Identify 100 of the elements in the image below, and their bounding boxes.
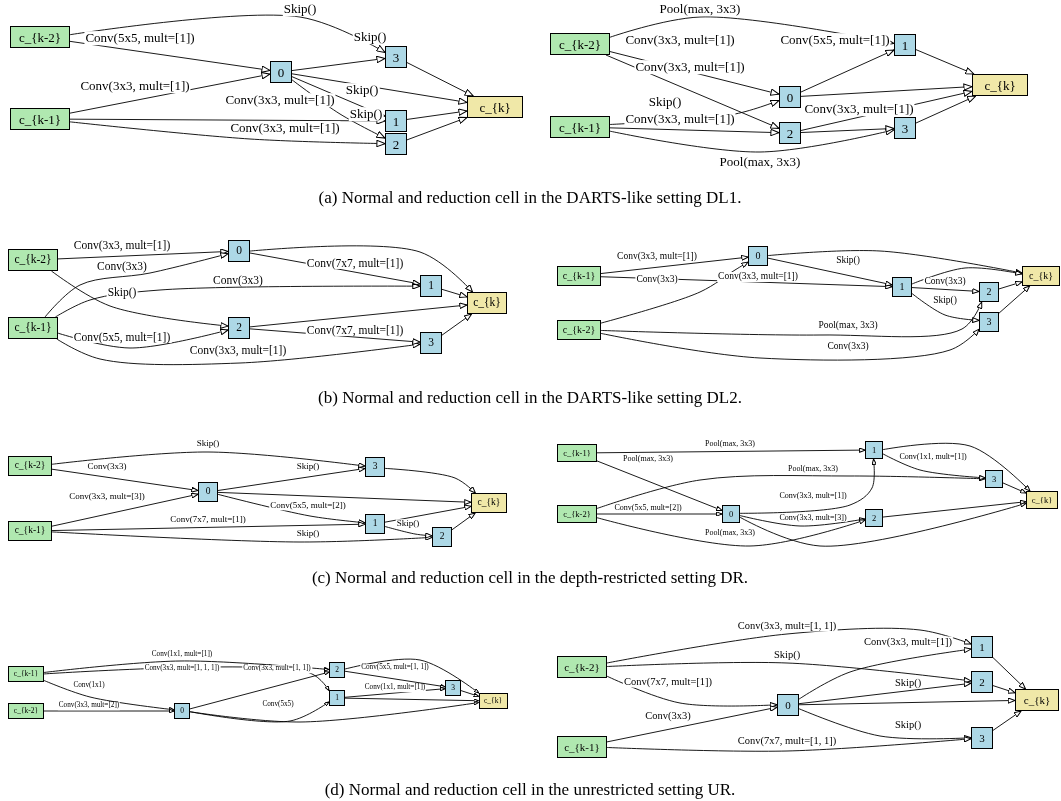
- edge-label: Conv(3x3): [826, 342, 870, 352]
- operation-node-box: 0: [722, 505, 740, 523]
- operation-node-box: 2: [779, 122, 801, 144]
- edge-label: Skip(): [195, 439, 221, 449]
- operation-node-box: 0: [270, 61, 292, 83]
- caption: (a) Normal and reduction cell in the DARTS-like setting DL1.: [318, 188, 742, 208]
- edge-label: Skip(): [352, 30, 388, 44]
- operation-node-box: 0: [748, 246, 768, 266]
- operation-node-box: 1: [385, 110, 407, 132]
- edge-label: Conv(3x3, mult=[1]): [72, 238, 172, 252]
- operation-node-box: 2: [865, 509, 883, 527]
- output-cell-box: c_{k}: [1015, 689, 1059, 711]
- edge-label: Conv(3x3): [96, 259, 148, 273]
- operation-node-box: 2: [979, 282, 999, 302]
- operation-node-box: 1: [365, 514, 385, 534]
- operation-node-box: 3: [971, 727, 993, 749]
- input-cell-box: c_{k-2}: [557, 656, 607, 678]
- operation-node-box: 3: [420, 332, 442, 354]
- edge-label: Conv(3x3, mult=[1]): [229, 121, 341, 135]
- edge-label: Skip(): [348, 107, 384, 121]
- edge-label: Conv(3x3, mult=[1]): [616, 252, 698, 262]
- edge-label: Conv(3x3, mult=[1]): [803, 102, 915, 116]
- operation-node-box: 2: [385, 133, 407, 155]
- edge-label: Skip(): [835, 256, 861, 266]
- edge-label: Conv(3x3): [212, 273, 264, 287]
- edge-label: Conv(3x3, mult=[3]): [68, 492, 146, 502]
- output-cell-box: c_{k}: [1022, 266, 1060, 286]
- input-cell-box: c_{k-2}: [550, 33, 610, 55]
- edge-label: Conv(5x5, mult=[1]): [84, 31, 196, 45]
- output-cell-box: c_{k}: [467, 292, 507, 314]
- operation-node-box: 3: [365, 457, 385, 477]
- edge-label: Conv(3x3, mult=[1]): [624, 33, 736, 47]
- edge-label: Conv(7x7, mult=[1]): [622, 676, 714, 688]
- operation-node-box: 2: [432, 527, 452, 547]
- edge-label: Pool(max, 3x3): [787, 464, 839, 474]
- edge-label: Skip(): [932, 296, 958, 306]
- edge-label: Conv(7x7, mult=[1]): [169, 515, 247, 525]
- operation-node-box: 1: [894, 34, 916, 56]
- operation-node-box: 3: [894, 117, 916, 139]
- input-cell-box: c_{k-1}: [8, 521, 52, 541]
- input-cell-box: c_{k-2}: [10, 26, 70, 48]
- edge-label: Conv(3x3, mult=[1]): [224, 93, 336, 107]
- edge-label: Conv(5x5, mult=[1]): [779, 33, 891, 47]
- input-cell-box: c_{k-2}: [557, 320, 601, 340]
- edge-label: Conv(7x7, mult=[1, 1]): [736, 735, 838, 747]
- edge-label: Conv(3x3, mult=[1]): [862, 636, 954, 648]
- edge-label: Skip(): [344, 83, 380, 97]
- edge-label: Conv(3x3): [86, 462, 128, 472]
- input-cell-box: c_{k-2}: [8, 249, 58, 271]
- input-cell-box: c_{k-1}: [557, 736, 607, 758]
- edge-label: Pool(max, 3x3): [704, 528, 756, 538]
- edge-label: Pool(max, 3x3): [718, 155, 802, 169]
- operation-node-box: 0: [777, 694, 799, 716]
- edge-label: Conv(3x3, mult=[1]): [624, 112, 736, 126]
- edge-label: Pool(max, 3x3): [658, 2, 742, 16]
- operation-node-box: 1: [971, 636, 993, 658]
- operation-node-box: 1: [420, 275, 442, 297]
- edge-label: Pool(max, 3x3): [817, 321, 879, 331]
- input-cell-box: c_{k-1}: [557, 444, 597, 462]
- edge-label: Skip(): [395, 519, 421, 529]
- edge-label: Conv(3x3, mult=[1]): [79, 79, 191, 93]
- edge-label: Pool(max, 3x3): [622, 454, 674, 464]
- edge-label: Skip(): [282, 2, 318, 16]
- input-cell-box: c_{k-1}: [10, 108, 70, 130]
- output-cell-box: c_{k}: [471, 493, 507, 513]
- edge-label: Conv(3x3): [923, 277, 967, 287]
- edge-label: Skip(): [295, 529, 321, 539]
- edge-label: Conv(1x1, mult=[1]): [898, 452, 968, 462]
- edge-label: Skip(): [106, 285, 138, 299]
- operation-node-box: 0: [228, 240, 250, 262]
- operation-node-box: 0: [779, 86, 801, 108]
- input-cell-box: c_{k-1}: [557, 266, 601, 286]
- caption: (b) Normal and reduction cell in the DARTS-like setting DL2.: [318, 388, 742, 408]
- operation-node-box: 2: [228, 317, 250, 339]
- operation-node-box: 2: [971, 671, 993, 693]
- input-cell-box: c_{k-2}: [557, 505, 597, 523]
- operation-node-box: 3: [979, 312, 999, 332]
- caption: (c) Normal and reduction cell in the depth-restricted setting DR.: [311, 568, 749, 588]
- edge-label: Conv(3x3, mult=[3]): [778, 513, 848, 523]
- edge-label: Conv(3x3, mult=[1]): [634, 60, 746, 74]
- edge-label: Conv(7x7, mult=[1]): [305, 256, 405, 270]
- operation-node-box: 1: [892, 277, 912, 297]
- operation-node-box: 3: [385, 46, 407, 68]
- edge-label: Conv(3x3, mult=[1]): [188, 343, 288, 357]
- output-cell-box: c_{k}: [1026, 491, 1058, 509]
- output-cell-box: c_{k}: [467, 96, 523, 118]
- input-cell-box: c_{k-2}: [8, 456, 52, 476]
- input-cell-box: c_{k-1}: [550, 116, 610, 138]
- operation-node-box: 0: [198, 482, 218, 502]
- operation-node-box: 3: [985, 470, 1003, 488]
- input-cell-box: c_{k-1}: [8, 317, 58, 339]
- edge-label: Skip(): [893, 719, 923, 731]
- edge-label: Conv(3x3): [644, 710, 692, 722]
- edge-label: Conv(5x5, mult=[2]): [613, 503, 683, 513]
- edge-label: Conv(3x3, mult=[1]): [778, 491, 848, 501]
- edge-label: Pool(max, 3x3): [704, 439, 756, 449]
- edge-label: Conv(5x5, mult=[2]): [269, 501, 347, 511]
- edge-label: Skip(): [893, 677, 923, 689]
- edge-label: Skip(): [295, 462, 321, 472]
- edge-label: Conv(5x5, mult=[1]): [72, 330, 172, 344]
